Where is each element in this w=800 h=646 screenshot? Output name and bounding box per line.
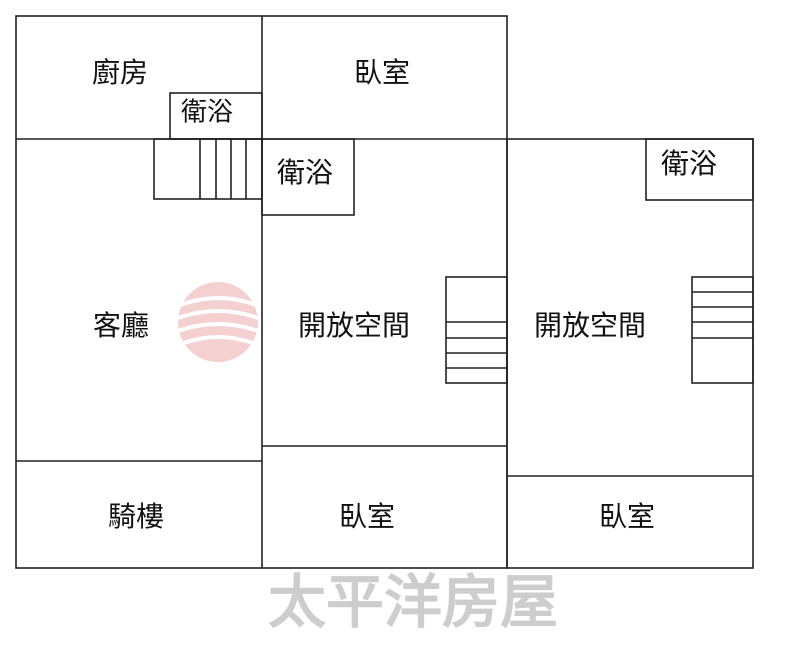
stairs-2	[445, 276, 508, 384]
room-label-open-space-2: 開放空間	[534, 309, 646, 342]
room-label-bath-1: 衛浴	[181, 98, 233, 128]
room-label-bedroom-bottom-mid: 臥室	[339, 500, 395, 533]
room-label-bath-2: 衛浴	[277, 156, 333, 189]
watermark-text: 太平洋房屋	[268, 568, 558, 636]
room-label-bedroom-top: 臥室	[354, 56, 410, 89]
room-label-kitchen: 廚房	[92, 56, 148, 89]
stairs-1	[153, 138, 263, 200]
room-label-bath-3: 衛浴	[661, 147, 717, 180]
stairs-3	[691, 276, 754, 384]
watermark-logo-icon	[177, 282, 259, 362]
walls	[15, 15, 754, 569]
room-label-open-space-1: 開放空間	[298, 309, 410, 342]
room-label-bedroom-bottom-right: 臥室	[599, 500, 655, 533]
room-label-living-room: 客廳	[93, 309, 149, 342]
room-label-arcade: 騎樓	[108, 500, 164, 533]
watermark: 太平洋房屋	[177, 282, 558, 636]
